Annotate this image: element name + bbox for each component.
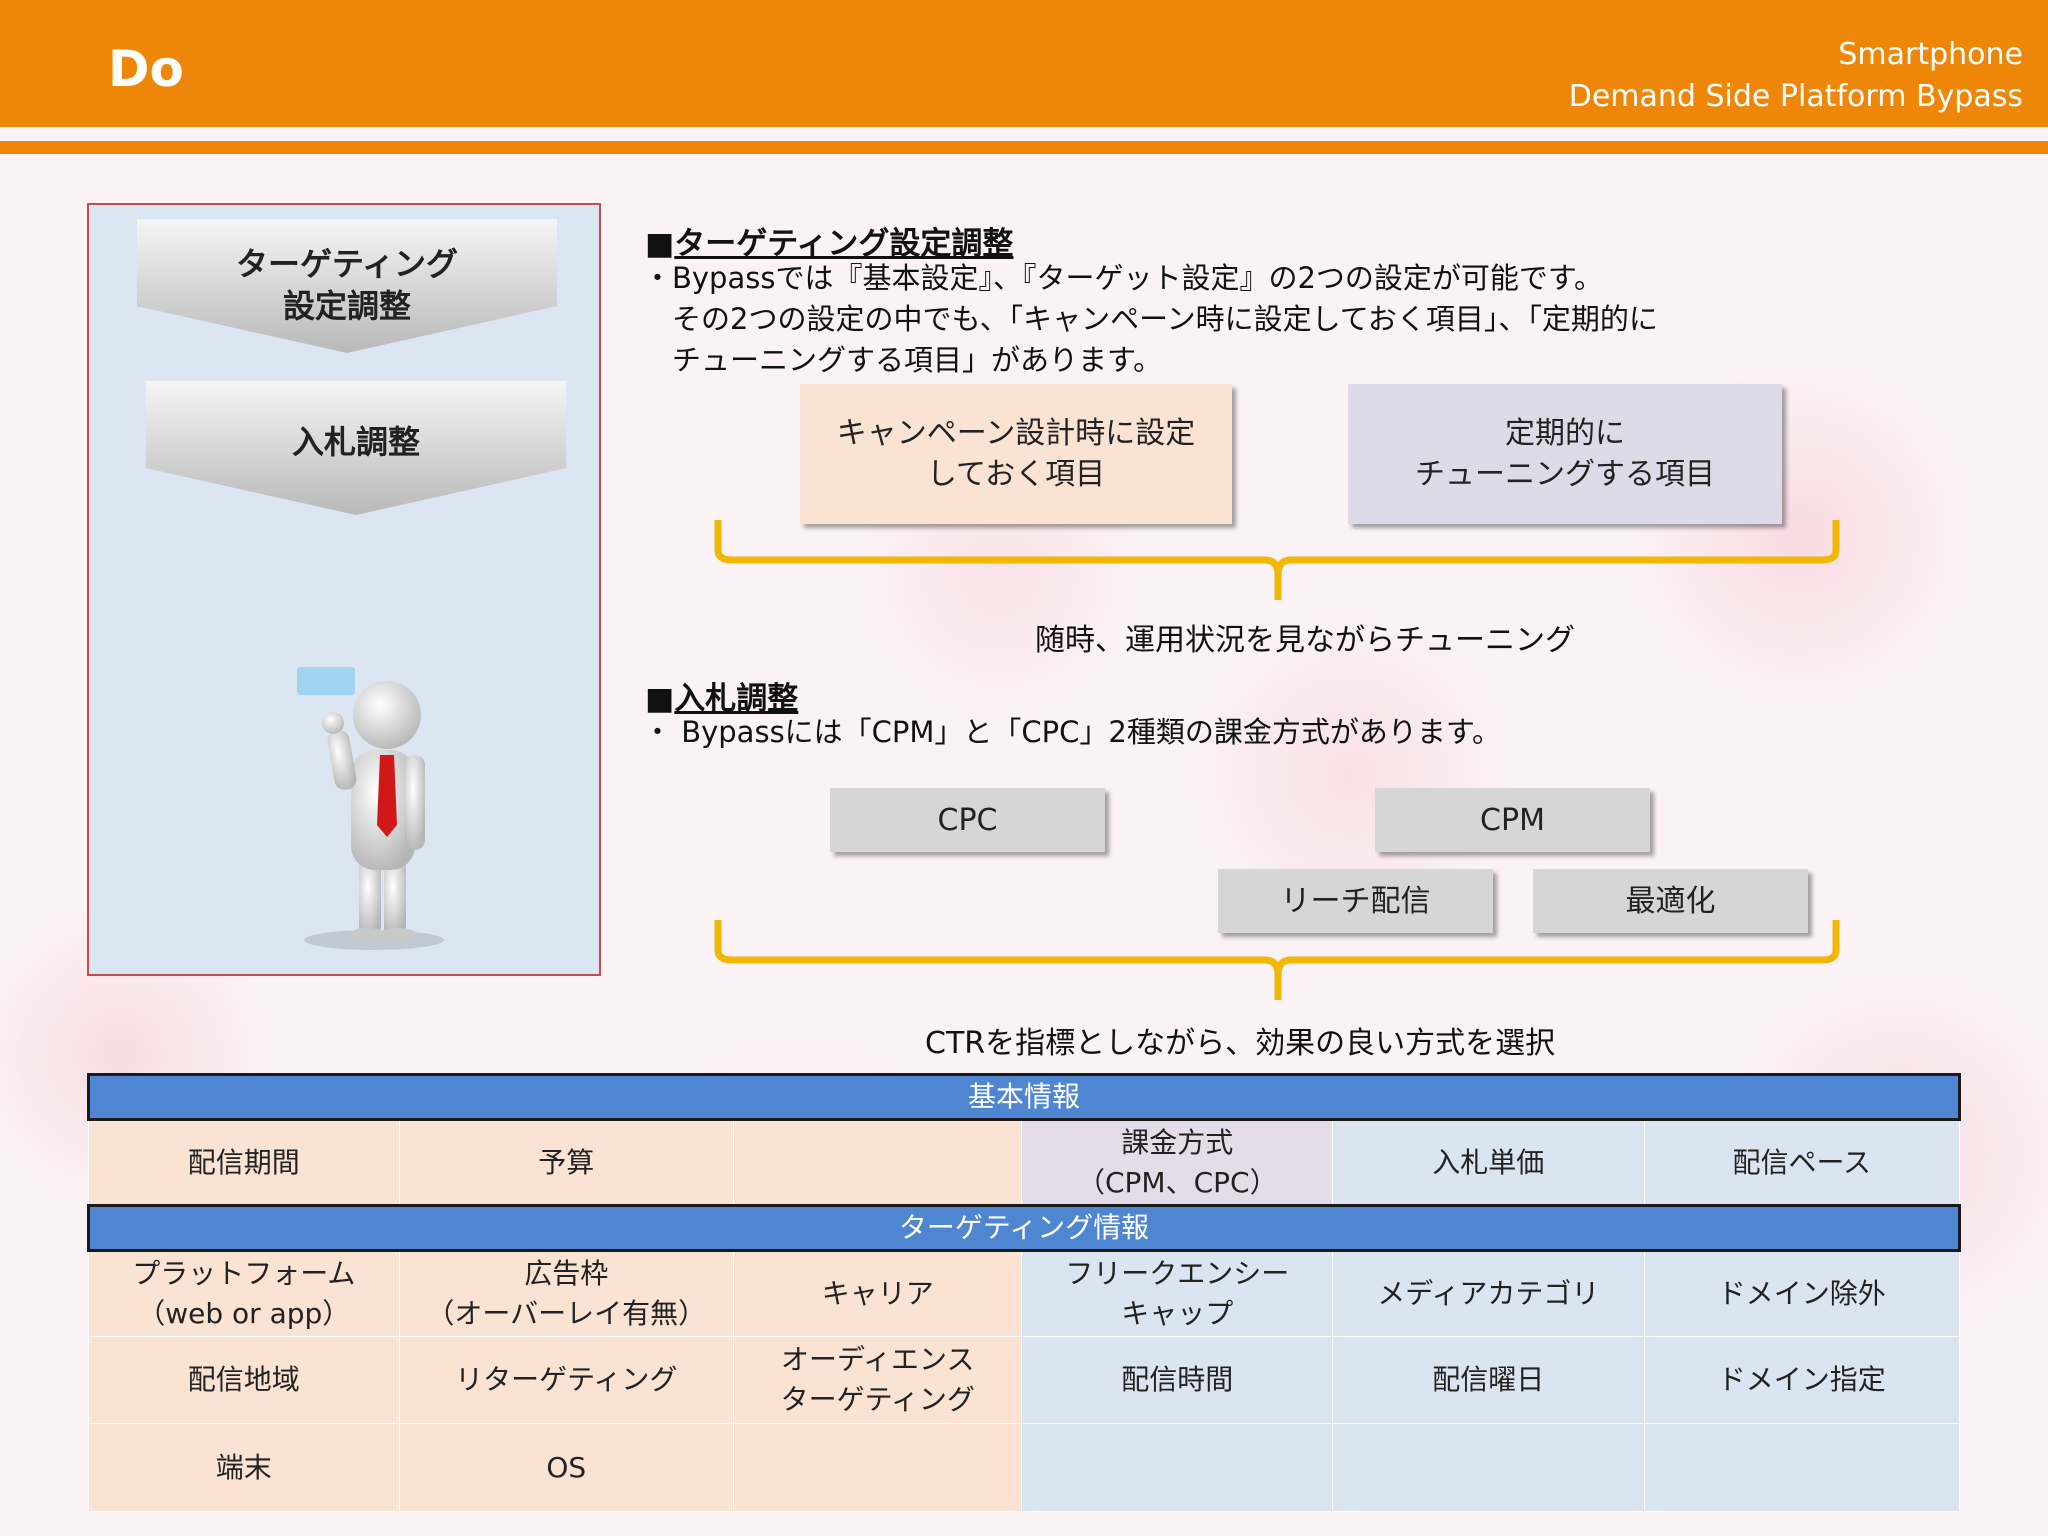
table-cell <box>1021 1423 1334 1512</box>
ctr-caption: CTRを指標としながら、効果の良い方式を選択 <box>925 1026 1556 1061</box>
reach-delivery-box: リーチ配信 <box>1218 869 1493 933</box>
table-cell: 課金方式 （CPM、CPC） <box>1021 1119 1334 1206</box>
step-bidding-chevron: 入札調整 <box>146 381 566 515</box>
cell-line: キャップ <box>1121 1297 1234 1330</box>
table-cell: 配信地域 <box>88 1336 400 1424</box>
section-bidding-title: ■入札調整 <box>645 681 799 717</box>
table-cell: ドメイン除外 <box>1643 1250 1961 1337</box>
tuning-caption: 随時、運用状況を見ながらチューニング <box>1035 623 1575 658</box>
table-cell: 配信期間 <box>88 1119 400 1206</box>
section-bidding-title-text: 入札調整 <box>674 681 799 717</box>
cell-line: ターゲティング <box>780 1383 975 1416</box>
header-rule <box>0 141 2048 154</box>
table-cell: 配信時間 <box>1021 1336 1334 1424</box>
cell-line: メディアカテゴリ <box>1377 1277 1600 1310</box>
cell-line: 広告枠 <box>524 1257 609 1290</box>
section-targeting-description: ・Bypassでは『基本設定』、『ターゲット設定』の2つの設定が可能です。 その… <box>643 261 1658 377</box>
cpc-box: CPC <box>830 788 1105 852</box>
campaign-setting-line1: キャンペーン設計時に設定 <box>836 416 1196 451</box>
table-cell: 広告枠 （オーバーレイ有無） <box>398 1250 735 1337</box>
cell-line: フリークエンシー <box>1065 1257 1290 1290</box>
cell-line: OS <box>546 1450 587 1484</box>
table-cell: ドメイン指定 <box>1643 1336 1961 1424</box>
table-cell: 配信曜日 <box>1332 1336 1645 1424</box>
table-cell: リターゲティング <box>398 1336 735 1424</box>
basic-info-header: 基本情報 <box>87 1073 1961 1121</box>
process-panel: ターゲティング 設定調整 入札調整 <box>87 203 601 976</box>
periodic-tuning-box: 定期的に チューニングする項目 <box>1348 384 1782 524</box>
cell-line: キャリア <box>821 1277 934 1310</box>
table-cell: メディアカテゴリ <box>1332 1250 1645 1337</box>
table-cell: オーディエンスターゲティング <box>732 1336 1023 1424</box>
cell-line: 課金方式 <box>1121 1125 1234 1159</box>
table-cell <box>1643 1423 1961 1512</box>
table-cell <box>1332 1423 1645 1512</box>
header-bar: Do Smartphone Demand Side Platform Bypas… <box>0 0 2048 127</box>
campaign-setting-box: キャンペーン設計時に設定 しておく項目 <box>800 384 1232 524</box>
table-cell: 予算 <box>398 1119 735 1206</box>
settings-table: 基本情報 配信期間 予算 課金方式 （CPM、CPC） 入札単価 配信ペース タ… <box>87 1073 1961 1512</box>
cell-line: （CPM、CPC） <box>1076 1165 1278 1199</box>
cell-line: （オーバーレイ有無） <box>426 1297 707 1330</box>
section-bidding-description: ・ Bypassには「CPM」と「CPC」2種類の課金方式があります。 <box>643 715 1501 749</box>
cell-line: 配信曜日 <box>1432 1363 1545 1396</box>
header-subtitle: Smartphone Demand Side Platform Bypass <box>1569 34 2023 118</box>
subtitle-line-1: Smartphone <box>1838 37 2023 72</box>
table-cell <box>732 1119 1023 1206</box>
campaign-setting-line2: しておく項目 <box>926 457 1106 492</box>
cell-line: 配信時間 <box>1121 1363 1234 1396</box>
cell-line: （web or app） <box>137 1297 351 1330</box>
step-targeting-line1: ターゲティング <box>235 245 459 283</box>
step-targeting-chevron: ターゲティング 設定調整 <box>137 219 557 353</box>
table-cell: 配信ペース <box>1643 1119 1961 1206</box>
cell-line: 配信地域 <box>187 1363 300 1396</box>
section-targeting-title-text: ターゲティング設定調整 <box>674 226 1014 262</box>
page-title: Do <box>108 40 184 98</box>
brace-targeting <box>714 520 1840 600</box>
table-cell <box>732 1423 1023 1512</box>
table-cell: キャリア <box>732 1250 1023 1337</box>
cell-line: ドメイン除外 <box>1717 1277 1886 1310</box>
cell-line: 端末 <box>215 1450 272 1484</box>
section-targeting-title: ■ターゲティング設定調整 <box>645 226 1014 262</box>
step-bidding-label: 入札調整 <box>291 423 420 461</box>
subtitle-line-2: Demand Side Platform Bypass <box>1568 79 2023 114</box>
brace-bidding <box>714 920 1840 1000</box>
cell-line: オーディエンス <box>781 1343 975 1376</box>
cell-line: ドメイン指定 <box>1717 1363 1886 1396</box>
table-cell: 端末 <box>88 1423 400 1512</box>
periodic-tuning-line2: チューニングする項目 <box>1415 457 1715 492</box>
optimization-box: 最適化 <box>1533 869 1808 933</box>
targeting-info-header: ターゲティング情報 <box>87 1204 1961 1252</box>
cpm-box: CPM <box>1375 788 1650 852</box>
table-cell: フリークエンシーキャップ <box>1021 1250 1334 1337</box>
table-cell: プラットフォーム （web or app） <box>88 1250 400 1337</box>
cell-line: リターゲティング <box>455 1363 678 1396</box>
step-targeting-line2: 設定調整 <box>282 287 411 325</box>
businessman-figure <box>297 667 444 950</box>
cell-line: プラットフォーム <box>132 1257 356 1290</box>
table-cell: OS <box>398 1423 735 1512</box>
periodic-tuning-line1: 定期的に <box>1505 416 1625 451</box>
table-cell: 入札単価 <box>1332 1119 1645 1206</box>
